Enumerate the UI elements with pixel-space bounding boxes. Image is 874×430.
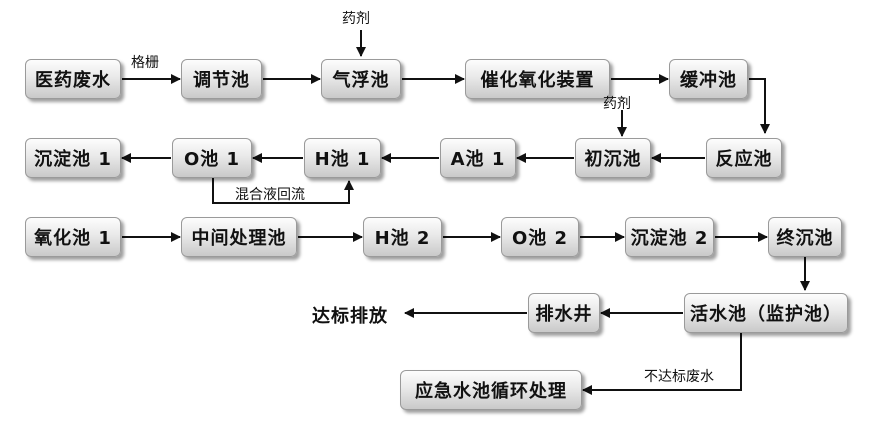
arrow-recycle-o1-to-h1: [212, 178, 354, 204]
node-air-flotation-tank: 气浮池: [321, 59, 401, 99]
grille-label: 格栅: [131, 55, 159, 71]
node-settling-tank-2: 沉淀池 2: [625, 217, 714, 257]
node-primary-settling-tank: 初沉池: [575, 138, 651, 178]
node-h-tank-1: H池 1: [304, 138, 381, 178]
node-a-tank-1: A池 1: [440, 138, 516, 178]
node-regulating-tank: 调节池: [181, 59, 262, 99]
recycle-label: 混合液回流: [235, 187, 305, 203]
node-buffer-tank: 缓冲池: [669, 59, 748, 99]
arrow-monitor-to-emergency: [582, 333, 742, 395]
node-wastewater: 医药废水: [25, 59, 121, 99]
dosing-label-top: 药剂: [342, 11, 370, 27]
discharge-label: 达标排放: [312, 306, 388, 327]
node-monitor-tank: 活水池（监护池）: [684, 293, 848, 333]
node-h-tank-2: H池 2: [363, 217, 442, 257]
arrow-buffer-to-reaction: [749, 78, 770, 134]
node-intermediate-tank: 中间处理池: [181, 217, 297, 257]
node-o-tank-2: O池 2: [501, 217, 579, 257]
node-catalytic-oxidation: 催化氧化装置: [465, 59, 610, 99]
node-reaction-tank: 反应池: [706, 138, 782, 178]
dosing-label-mid: 药剂: [603, 96, 631, 112]
non-compliant-label: 不达标废水: [644, 369, 714, 385]
node-settling-tank-1: 沉淀池 1: [25, 138, 121, 178]
node-final-settling-tank: 终沉池: [768, 217, 842, 257]
node-drain-well: 排水井: [528, 293, 600, 333]
node-emergency-recycle: 应急水池循环处理: [400, 370, 582, 410]
node-oxidation-tank-1: 氧化池 1: [25, 217, 121, 257]
node-o-tank-1: O池 1: [172, 138, 252, 178]
